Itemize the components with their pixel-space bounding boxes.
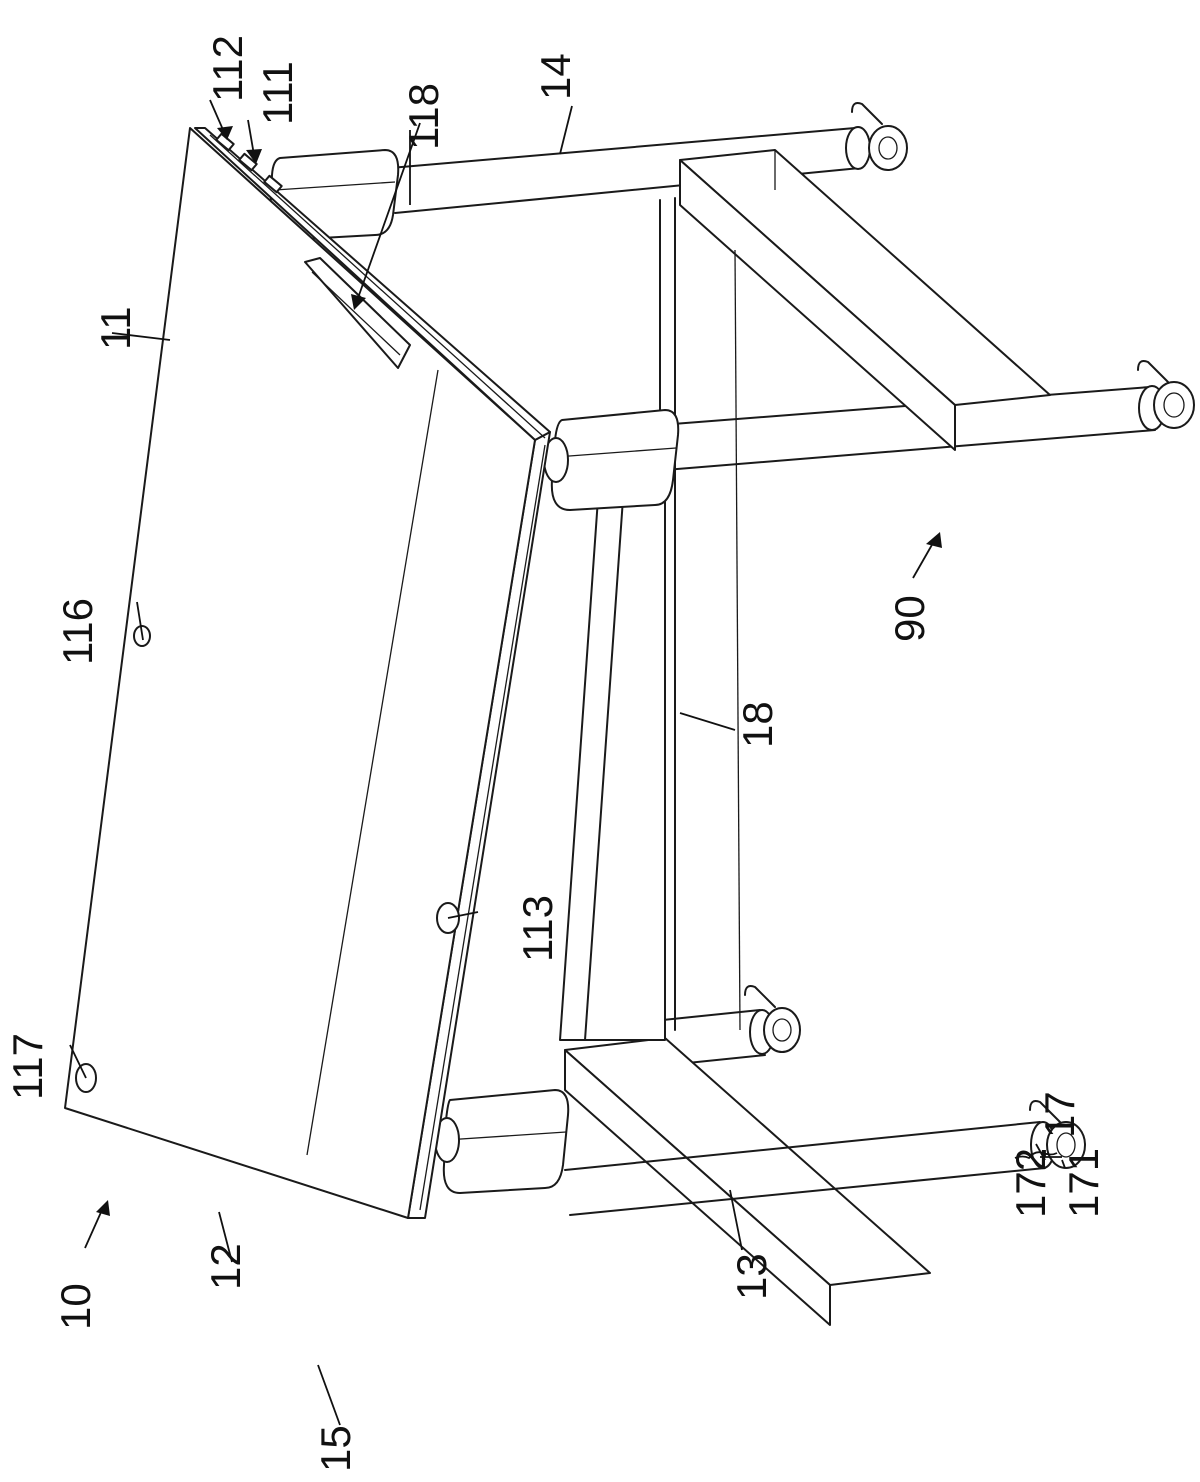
label-18: 18 — [734, 701, 781, 748]
connector-111b — [263, 174, 283, 194]
arrow-90 — [912, 532, 942, 579]
tabletop-11 — [64, 127, 551, 1219]
connector-111 — [238, 152, 258, 172]
crossbar-18 — [559, 469, 666, 1041]
label-116: 116 — [54, 598, 101, 665]
leader-lines — [69, 105, 1066, 1426]
arrow-118 — [351, 122, 421, 310]
label-90: 90 — [886, 595, 933, 642]
caster-rear-right — [851, 102, 908, 171]
box-beam-bottom — [564, 1037, 931, 1326]
label-14: 14 — [532, 53, 579, 100]
label-11: 11 — [92, 306, 139, 350]
back-frame — [389, 102, 1195, 1326]
label-15: 15 — [312, 1425, 359, 1472]
label-17: 17 — [1036, 1091, 1083, 1138]
tabletop-top-face — [64, 127, 536, 1219]
label-113: 113 — [514, 895, 561, 962]
label-13: 13 — [728, 1253, 775, 1300]
label-10: 10 — [52, 1283, 99, 1330]
housing-rear-left — [543, 409, 680, 511]
arrow-111 — [246, 119, 262, 164]
caster-front-right — [744, 985, 801, 1053]
reference-labels: 10 11 12 13 14 15 17 18 90 111 112 113 1… — [4, 35, 1107, 1472]
arrow-112 — [209, 99, 233, 140]
panel-division-line — [306, 369, 439, 1156]
arrow-10 — [84, 1200, 110, 1249]
label-172: 172 — [1007, 1148, 1054, 1218]
label-111: 111 — [254, 61, 301, 125]
label-118: 118 — [400, 83, 447, 150]
label-171: 171 — [1060, 1148, 1107, 1218]
label-12: 12 — [202, 1243, 249, 1290]
label-112: 112 — [204, 35, 251, 102]
caster-rear-left — [1137, 360, 1195, 429]
label-117: 117 — [4, 1033, 51, 1100]
box-beam-top — [679, 149, 1051, 1031]
connector-112 — [215, 132, 235, 152]
housing-front-right — [434, 1089, 570, 1194]
